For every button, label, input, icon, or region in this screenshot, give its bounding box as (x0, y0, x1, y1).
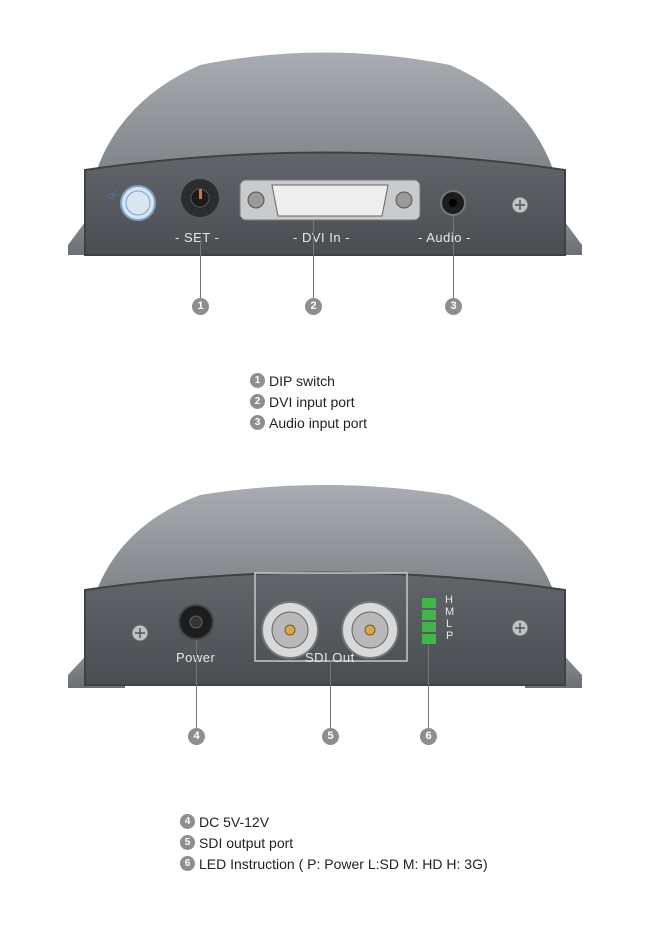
callout-4: 4 (188, 728, 205, 745)
leader-line-1 (200, 240, 201, 298)
bottom-device-drawing (68, 485, 582, 688)
led-p (422, 634, 436, 644)
legend-text: LED Instruction ( P: Power L:SD M: HD H:… (199, 855, 488, 872)
legend-item: 4 DC 5V-12V (180, 811, 488, 832)
leader-line-5 (330, 660, 331, 728)
legend-number: 1 (250, 373, 265, 388)
leader-line-2 (313, 220, 314, 298)
callout-1: 1 (192, 298, 209, 315)
legend-text: DVI input port (269, 393, 355, 410)
leader-line-4 (196, 640, 197, 728)
bottom-device-illustration: Power SDI Out H M L P (0, 480, 650, 710)
led-letter-p: P (446, 630, 454, 642)
legend-number: 2 (250, 394, 265, 409)
sdi-out-label: SDI Out (305, 650, 355, 665)
top-device-illustration: QC - SET - - DVI In - - Audio - (0, 40, 650, 270)
led-letter-m: M (445, 606, 455, 618)
top-legend: 1 DIP switch 2 DVI input port 3 Audio in… (250, 370, 367, 433)
legend-item: 3 Audio input port (250, 412, 367, 433)
device-top-shell (95, 485, 555, 595)
callout-3: 3 (445, 298, 462, 315)
dvi-in-label: - DVI In - (293, 230, 351, 245)
dvi-port (271, 184, 389, 217)
legend-item: 2 DVI input port (250, 391, 367, 412)
legend-number: 5 (180, 835, 195, 850)
bottom-legend: 4 DC 5V-12V 5 SDI output port 6 LED Inst… (180, 811, 488, 874)
legend-text: Audio input port (269, 414, 368, 431)
leader-line-6 (428, 645, 429, 728)
led-m (422, 610, 436, 620)
legend-number: 6 (180, 856, 195, 871)
legend-item: 5 SDI output port (180, 832, 488, 853)
legend-text: DC 5V-12V (199, 813, 270, 830)
led-l (422, 622, 436, 632)
callout-5: 5 (322, 728, 339, 745)
audio-label: - Audio - (418, 230, 471, 245)
led-h (422, 598, 436, 608)
leader-line-3 (453, 215, 454, 298)
top-device-drawing (68, 52, 582, 256)
power-label: Power (176, 650, 215, 665)
sdi-frame (254, 572, 408, 662)
legend-text: DIP switch (269, 372, 335, 389)
set-label: - SET - (175, 230, 220, 245)
legend-number: 3 (250, 415, 265, 430)
led-letter-h: H (445, 594, 453, 606)
legend-number: 4 (180, 814, 195, 829)
device-top-shell (95, 52, 555, 175)
device-front-panel (84, 571, 566, 686)
callout-2: 2 (305, 298, 322, 315)
led-letter-l: L (446, 618, 453, 630)
legend-item: 6 LED Instruction ( P: Power L:SD M: HD … (180, 853, 488, 874)
legend-item: 1 DIP switch (250, 370, 367, 391)
callout-6: 6 (420, 728, 437, 745)
legend-text: SDI output port (199, 834, 294, 851)
